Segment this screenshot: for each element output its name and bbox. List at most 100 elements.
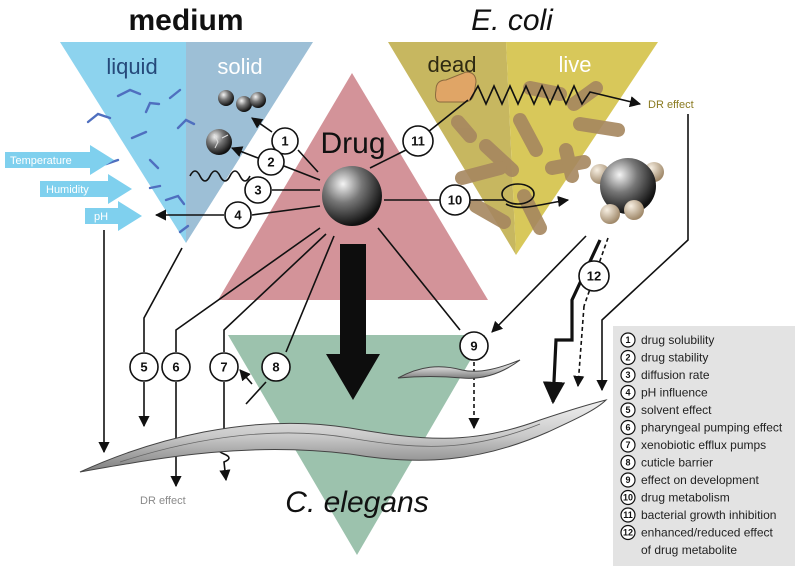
legend-item-marker — [620, 507, 636, 523]
larva-worm — [397, 359, 521, 379]
marker-10: 10 — [439, 184, 471, 216]
legend-item-9: 9 effect on development — [620, 472, 760, 488]
marker-11: 11 — [402, 125, 434, 157]
legend-item-7: 7 xenobiotic efflux pumps — [620, 437, 766, 453]
legend-item-marker — [620, 419, 636, 436]
worm-gut — [119, 423, 541, 463]
drug-crystals — [206, 90, 266, 155]
svg-text:9: 9 — [470, 339, 477, 354]
svg-text:1: 1 — [281, 134, 288, 149]
liquid-label: liquid — [106, 54, 157, 79]
legend-item-text: pharyngeal pumping effect — [641, 421, 783, 435]
svg-text:11: 11 — [411, 134, 425, 149]
marker-12: 12 — [578, 260, 610, 292]
legend-item-number: 9 — [625, 475, 630, 485]
legend-item-number: 2 — [625, 353, 630, 363]
metabolite-molecule — [590, 158, 664, 224]
svg-text:12: 12 — [587, 269, 601, 284]
legend-item-marker — [620, 402, 636, 418]
legend-item-marker — [620, 524, 636, 541]
legend-item-marker — [620, 437, 636, 453]
legend-item-number: 1 — [625, 335, 630, 345]
svg-text:7: 7 — [220, 360, 227, 375]
svg-text:4: 4 — [234, 208, 242, 223]
marker-7: 7 — [209, 352, 239, 382]
marker-8: 8 — [261, 352, 291, 382]
legend-item-marker — [620, 332, 636, 348]
solid-label: solid — [217, 54, 262, 79]
marker-1: 1 — [271, 127, 299, 155]
legend-item-text: enhanced/reduced effect — [641, 526, 774, 540]
legend-item-12-continuation: of drug metabolite — [641, 543, 737, 557]
legend-item-number: 8 — [625, 458, 630, 468]
svg-text:2: 2 — [267, 155, 274, 170]
celegans-title: C. elegans — [285, 486, 428, 519]
legend-item-text: drug solubility — [641, 333, 714, 347]
medium-title: medium — [128, 4, 243, 37]
legend-item-marker — [620, 384, 636, 401]
marker-4: 4 — [224, 201, 252, 229]
legend-item-marker — [620, 489, 636, 506]
svg-text:10: 10 — [448, 193, 462, 208]
legend-item-5: 5 solvent effect — [620, 402, 712, 418]
marker-3: 3 — [244, 176, 272, 204]
legend-item-text: effect on development — [641, 473, 760, 487]
drug-uptake-arrow — [326, 244, 380, 400]
legend-item-number: 5 — [625, 405, 630, 415]
drug-title: Drug — [320, 127, 385, 160]
legend-item-6: 6 pharyngeal pumping effect — [620, 419, 783, 436]
legend-item-8: 8 cuticle barrier — [620, 454, 713, 471]
svg-text:Temperature: Temperature — [10, 155, 72, 167]
svg-text:5: 5 — [140, 360, 147, 375]
dead-zone — [388, 42, 516, 255]
solvent-strands — [86, 88, 196, 234]
legend-item-text: drug stability — [641, 351, 708, 365]
factor-humidity: Humidity — [40, 174, 132, 204]
ecoli-title: E. coli — [471, 4, 554, 37]
legend-item-text: cuticle barrier — [641, 456, 713, 470]
legend-item-number: 10 — [623, 493, 633, 503]
medium-triangle — [60, 42, 313, 243]
factor-temperature: Temperature — [5, 145, 114, 175]
legend-item-4: 4 pH influence — [620, 384, 708, 401]
factor-ph: pH — [85, 201, 142, 231]
svg-text:3: 3 — [254, 183, 261, 198]
liquid-zone — [60, 42, 186, 243]
legend-item-marker — [620, 454, 636, 471]
dead-bacterium — [435, 71, 477, 103]
svg-text:Humidity: Humidity — [46, 184, 89, 196]
legend-item-number: 6 — [625, 423, 630, 433]
marker-9: 9 — [459, 331, 489, 361]
solid-zone — [186, 42, 313, 243]
svg-text:pH: pH — [94, 211, 108, 223]
legend-item-text: bacterial growth inhibition — [641, 508, 776, 522]
legend-item-marker — [620, 367, 636, 383]
svg-text:8: 8 — [272, 360, 279, 375]
legend-item-number: 4 — [625, 388, 630, 398]
legend-item-number: 7 — [625, 440, 630, 450]
growth-inhibition-line — [469, 84, 642, 108]
legend-item-number: 3 — [625, 370, 630, 380]
legend-item-text: solvent effect — [641, 403, 712, 417]
legend: 1 drug solubility 2 drug stability 3 diffusio… — [613, 326, 795, 566]
legend-item-3: 3 diffusion rate — [620, 367, 710, 383]
legend-item-marker — [620, 349, 636, 366]
dr-effect-worm: DR effect — [140, 495, 186, 507]
drug-sphere — [322, 166, 382, 226]
live-label: live — [558, 52, 591, 77]
marker-6: 6 — [161, 352, 191, 382]
legend-item-text: pH influence — [641, 386, 708, 400]
legend-item-text: xenobiotic efflux pumps — [641, 438, 766, 452]
marker-2: 2 — [257, 148, 285, 176]
diffusion-wave — [189, 170, 251, 182]
legend-item-number: 11 — [623, 510, 633, 520]
legend-box — [613, 326, 795, 566]
marker-5: 5 — [129, 352, 159, 382]
legend-item-11: 11 bacterial growth inhibition — [620, 507, 776, 523]
legend-item-2: 2 drug stability — [620, 349, 708, 366]
legend-item-text: diffusion rate — [641, 368, 710, 382]
dr-effect-ecoli: DR effect — [648, 99, 694, 111]
